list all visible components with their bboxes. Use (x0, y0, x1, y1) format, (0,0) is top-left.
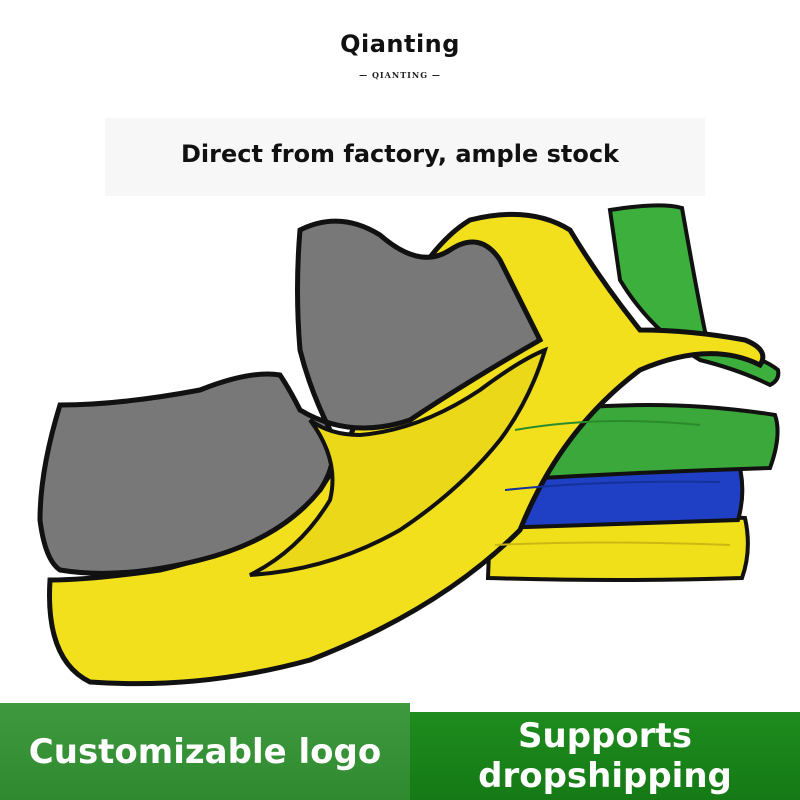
towel-photo (37, 203, 781, 687)
brand-name: Qianting (340, 30, 460, 58)
brand-header: Qianting — QIANTING — (0, 30, 800, 80)
tagline-background (105, 118, 705, 196)
brand-subtitle: — QIANTING — (359, 70, 441, 80)
dropshipping-banner: Supports dropshipping (410, 712, 800, 800)
customizable-logo-banner: Customizable logo (0, 703, 410, 800)
dropshipping-line1: Supports (518, 716, 692, 756)
yellow-fold (249, 346, 549, 577)
dropshipping-line2: dropshipping (478, 756, 732, 796)
customizable-logo-text: Customizable logo (28, 731, 382, 772)
gray-towel-flap (37, 218, 544, 576)
tagline: Direct from factory, ample stock (180, 140, 620, 168)
